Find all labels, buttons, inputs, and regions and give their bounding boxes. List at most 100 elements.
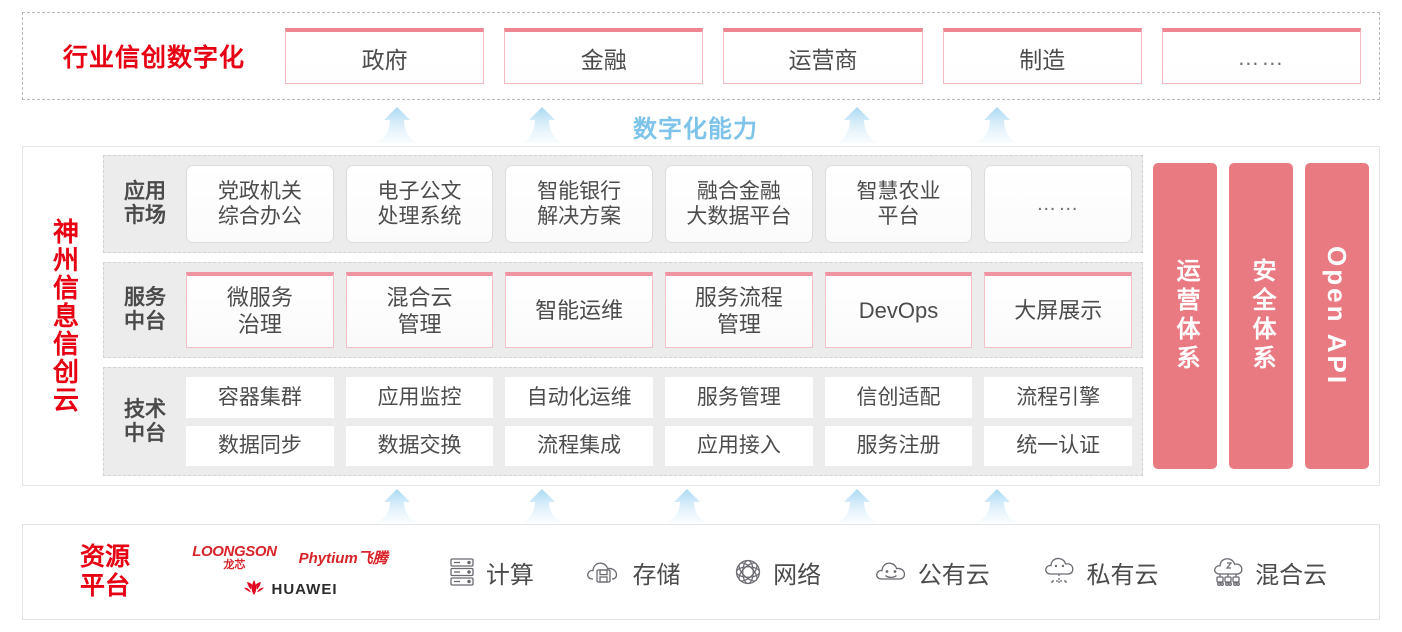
application-market-cells: 党政机关 综合办公 电子公文 处理系统 智能银行 xyxy=(186,165,1133,243)
cloud-title-char-6: 创 xyxy=(52,357,79,388)
resource-item-storage[interactable]: 存储 xyxy=(585,555,680,590)
up-arrow-icon-7 xyxy=(664,485,710,525)
cell-service-process-mgmt[interactable]: 服务流程 管理 xyxy=(665,272,813,348)
phytium-logo: Phytium飞腾 xyxy=(298,549,388,567)
cell-line-2: 综合办公 xyxy=(217,205,302,228)
industry-card-government[interactable]: 政府 xyxy=(285,28,485,84)
row-label-service-platform: 服务 中台 xyxy=(114,286,176,333)
server-icon xyxy=(447,556,477,588)
industry-card-telecom[interactable]: 运营商 xyxy=(723,28,923,84)
up-arrow-icon-3 xyxy=(834,105,880,145)
cell-government-office[interactable]: 党政机关 综合办公 xyxy=(186,165,334,243)
cloud-platform-box: 神 州 信 息 信 创 云 应用 市场 党政机关 xyxy=(22,146,1380,486)
public-cloud-icon xyxy=(873,558,909,586)
cell-big-screen-display[interactable]: 大屏展示 xyxy=(984,272,1133,348)
cell-finance-bigdata[interactable]: 融合金融 大数据平台 xyxy=(665,165,813,243)
industry-card-manufacturing[interactable]: 制造 xyxy=(942,28,1142,84)
cell-data-sync[interactable]: 数据同步 xyxy=(186,425,334,466)
vendor-row-1: LOONGSON 龙芯 Phytium飞腾 xyxy=(192,544,388,571)
cell-container-cluster[interactable]: 容器集群 xyxy=(186,377,334,418)
resource-item-list: 计算 存储 xyxy=(421,555,1379,590)
cell-line-2: 处理系统 xyxy=(377,205,462,228)
row-label-line-2: 中台 xyxy=(124,421,166,445)
cell-line-1: 微服务 xyxy=(226,285,293,311)
cell-automated-ops[interactable]: 自动化运维 xyxy=(505,377,654,418)
cell-smart-bank[interactable]: 智能银行 解决方案 xyxy=(505,165,654,243)
pillar-operations-system[interactable]: 运营体系 xyxy=(1153,163,1217,469)
row-label-line-1: 技术 xyxy=(124,397,166,421)
cell-devops[interactable]: DevOps xyxy=(824,272,973,348)
cell-line-1: 智慧农业 xyxy=(856,179,941,203)
resource-item-label: 公有云 xyxy=(917,561,990,589)
cell-service-registry[interactable]: 服务注册 xyxy=(824,425,973,466)
cell-line-1: 智能银行 xyxy=(537,179,622,203)
cell-app-access[interactable]: 应用接入 xyxy=(665,425,813,466)
row-application-market: 应用 市场 党政机关 综合办公 电子公文 xyxy=(103,155,1143,253)
hybrid-cloud-icon xyxy=(1210,557,1246,587)
cell-process-integration[interactable]: 流程集成 xyxy=(505,425,654,466)
up-arrow-icon-8 xyxy=(834,485,880,525)
cell-line-2: 解决方案 xyxy=(537,205,622,228)
loongson-logo-text: LOONGSON xyxy=(192,542,277,560)
pillar-security-system[interactable]: 安全体系 xyxy=(1229,163,1293,469)
industry-card-more[interactable]: …… xyxy=(1161,28,1362,84)
resource-item-label: 存储 xyxy=(632,561,681,589)
industry-card-list: 政府 金融 运营商 制造 …… xyxy=(285,28,1379,84)
loongson-logo-subtext: 龙芯 xyxy=(223,558,246,571)
resource-item-label: 网络 xyxy=(773,561,822,589)
resource-item-label: 计算 xyxy=(485,561,534,589)
resource-platform-band: 资源 平台 LOONGSON 龙芯 Phytium飞腾 xyxy=(22,524,1380,620)
cell-app-more[interactable]: …… xyxy=(984,165,1133,243)
tech-row-1: 容器集群 应用监控 自动化运维 服务管理 信创适配 流程引擎 xyxy=(186,377,1133,418)
row-label-line-2: 中台 xyxy=(124,310,166,333)
cell-service-mgmt[interactable]: 服务管理 xyxy=(665,377,813,418)
pillar-label: 运营体系 xyxy=(1172,258,1199,374)
cell-app-monitoring[interactable]: 应用监控 xyxy=(345,377,494,418)
pillar-open-api[interactable]: Open API xyxy=(1305,163,1369,469)
resource-title-line-1: 资源 xyxy=(79,543,130,572)
resource-item-public-cloud[interactable]: 公有云 xyxy=(873,555,990,590)
cell-line-2: 治理 xyxy=(237,311,282,337)
cell-xinchuang-adaptation[interactable]: 信创适配 xyxy=(824,377,973,418)
row-tech-platform: 技术 中台 容器集群 应用监控 自动化运维 服务管理 信创适配 流程引擎 xyxy=(103,367,1143,476)
huawei-flower-icon xyxy=(243,578,265,601)
pillar-label: Open API xyxy=(1322,245,1352,387)
capability-gap-upper: 数字化能力 xyxy=(22,101,1380,145)
resource-title-line-2: 平台 xyxy=(79,572,130,600)
cell-smart-agriculture[interactable]: 智慧农业 平台 xyxy=(824,165,973,243)
cloud-title-char-4: 息 xyxy=(52,300,79,331)
tech-platform-grid: 容器集群 应用监控 自动化运维 服务管理 信创适配 流程引擎 数据同步 数据交换… xyxy=(186,377,1133,466)
cell-hybrid-cloud-mgmt[interactable]: 混合云 管理 xyxy=(345,272,494,348)
industry-card-finance[interactable]: 金融 xyxy=(504,28,704,84)
cell-line-2: 管理 xyxy=(397,311,442,337)
industry-band: 行业信创数字化 政府 金融 运营商 制造 …… xyxy=(22,12,1380,100)
cloud-title-char-3: 信 xyxy=(52,272,79,303)
up-arrow-icon-5 xyxy=(374,485,420,525)
cloud-title-char-7: 云 xyxy=(52,385,79,416)
capability-gap-lower xyxy=(22,487,1380,525)
cell-line-1: 混合云 xyxy=(386,285,453,311)
resource-item-compute[interactable]: 计算 xyxy=(447,555,534,590)
row-label-application-market: 应用 市场 xyxy=(114,180,176,227)
loongson-logo: LOONGSON 龙芯 xyxy=(192,542,277,571)
cell-microservice-governance[interactable]: 微服务 治理 xyxy=(186,272,334,348)
resource-item-label: 私有云 xyxy=(1086,561,1159,589)
cell-edoc-system[interactable]: 电子公文 处理系统 xyxy=(345,165,494,243)
up-arrow-icon-1 xyxy=(374,105,420,145)
resource-item-hybrid-cloud[interactable]: 混合云 xyxy=(1210,555,1327,590)
row-service-platform: 服务 中台 微服务 治理 混合云 管 xyxy=(103,262,1143,358)
cell-unified-auth[interactable]: 统一认证 xyxy=(984,425,1133,466)
row-label-tech-platform: 技术 中台 xyxy=(114,398,176,445)
cell-line-2: 大数据平台 xyxy=(686,205,792,228)
vendor-row-2: HUAWEI xyxy=(243,578,338,601)
cell-data-exchange[interactable]: 数据交换 xyxy=(345,425,494,466)
cloud-title-char-1: 神 xyxy=(52,216,79,247)
up-arrow-icon-4 xyxy=(974,105,1020,145)
cell-process-engine[interactable]: 流程引擎 xyxy=(984,377,1133,418)
cloud-platform-title: 神 州 信 息 信 创 云 xyxy=(33,147,99,485)
cloud-title-char-2: 州 xyxy=(52,244,79,275)
cloud-storage-icon xyxy=(585,557,623,587)
resource-item-private-cloud[interactable]: 私有云 xyxy=(1041,555,1158,590)
cell-intelligent-ops[interactable]: 智能运维 xyxy=(505,272,654,348)
resource-item-network[interactable]: 网络 xyxy=(732,555,821,590)
